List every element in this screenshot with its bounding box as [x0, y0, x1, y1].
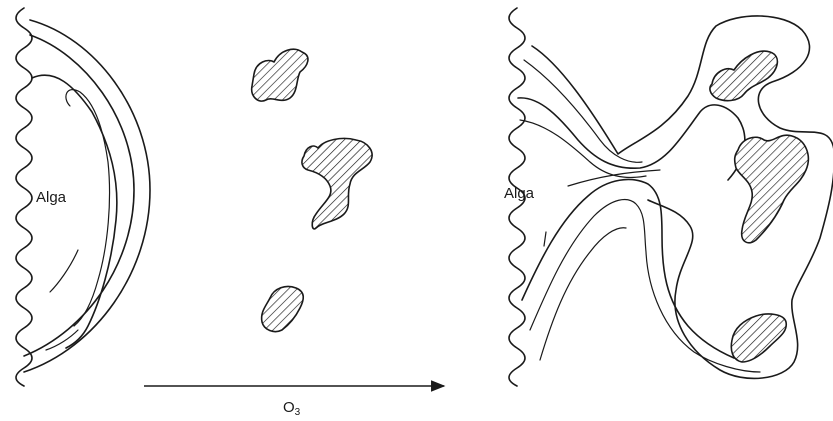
- alga-label-left: Alga: [36, 189, 67, 206]
- alga-cell-wall-left: [16, 8, 32, 386]
- ruptured-membrane-outer: [532, 16, 833, 378]
- released-particles: [252, 49, 372, 331]
- particle-middle: [302, 138, 372, 228]
- lower-strand-1: [522, 180, 734, 358]
- particle-right-middle: [735, 135, 809, 243]
- lower-strand-2: [530, 200, 760, 372]
- vacuole-curve: [50, 250, 78, 292]
- arrow-label-main: O: [283, 399, 295, 416]
- particle-bottom: [262, 286, 304, 331]
- lower-strand-3: [540, 228, 626, 360]
- left-panel: Alga: [16, 8, 150, 386]
- arrow-label: O3: [283, 399, 301, 418]
- particle-top: [252, 49, 308, 101]
- membrane-strand: [46, 330, 78, 350]
- dash-mark: [544, 232, 546, 246]
- alga-label-right: Alga: [504, 185, 535, 202]
- arrow-label-subscript: 3: [295, 407, 301, 418]
- ozone-arrow-group: O3: [144, 386, 444, 418]
- particle-right-top: [710, 51, 777, 101]
- right-panel: Alga: [504, 8, 833, 386]
- particle-right-bottom: [731, 314, 786, 362]
- cytoplasm-boundary: [32, 75, 117, 348]
- upper-strand-1: [524, 60, 642, 162]
- ruptured-membrane-inner: [518, 98, 745, 180]
